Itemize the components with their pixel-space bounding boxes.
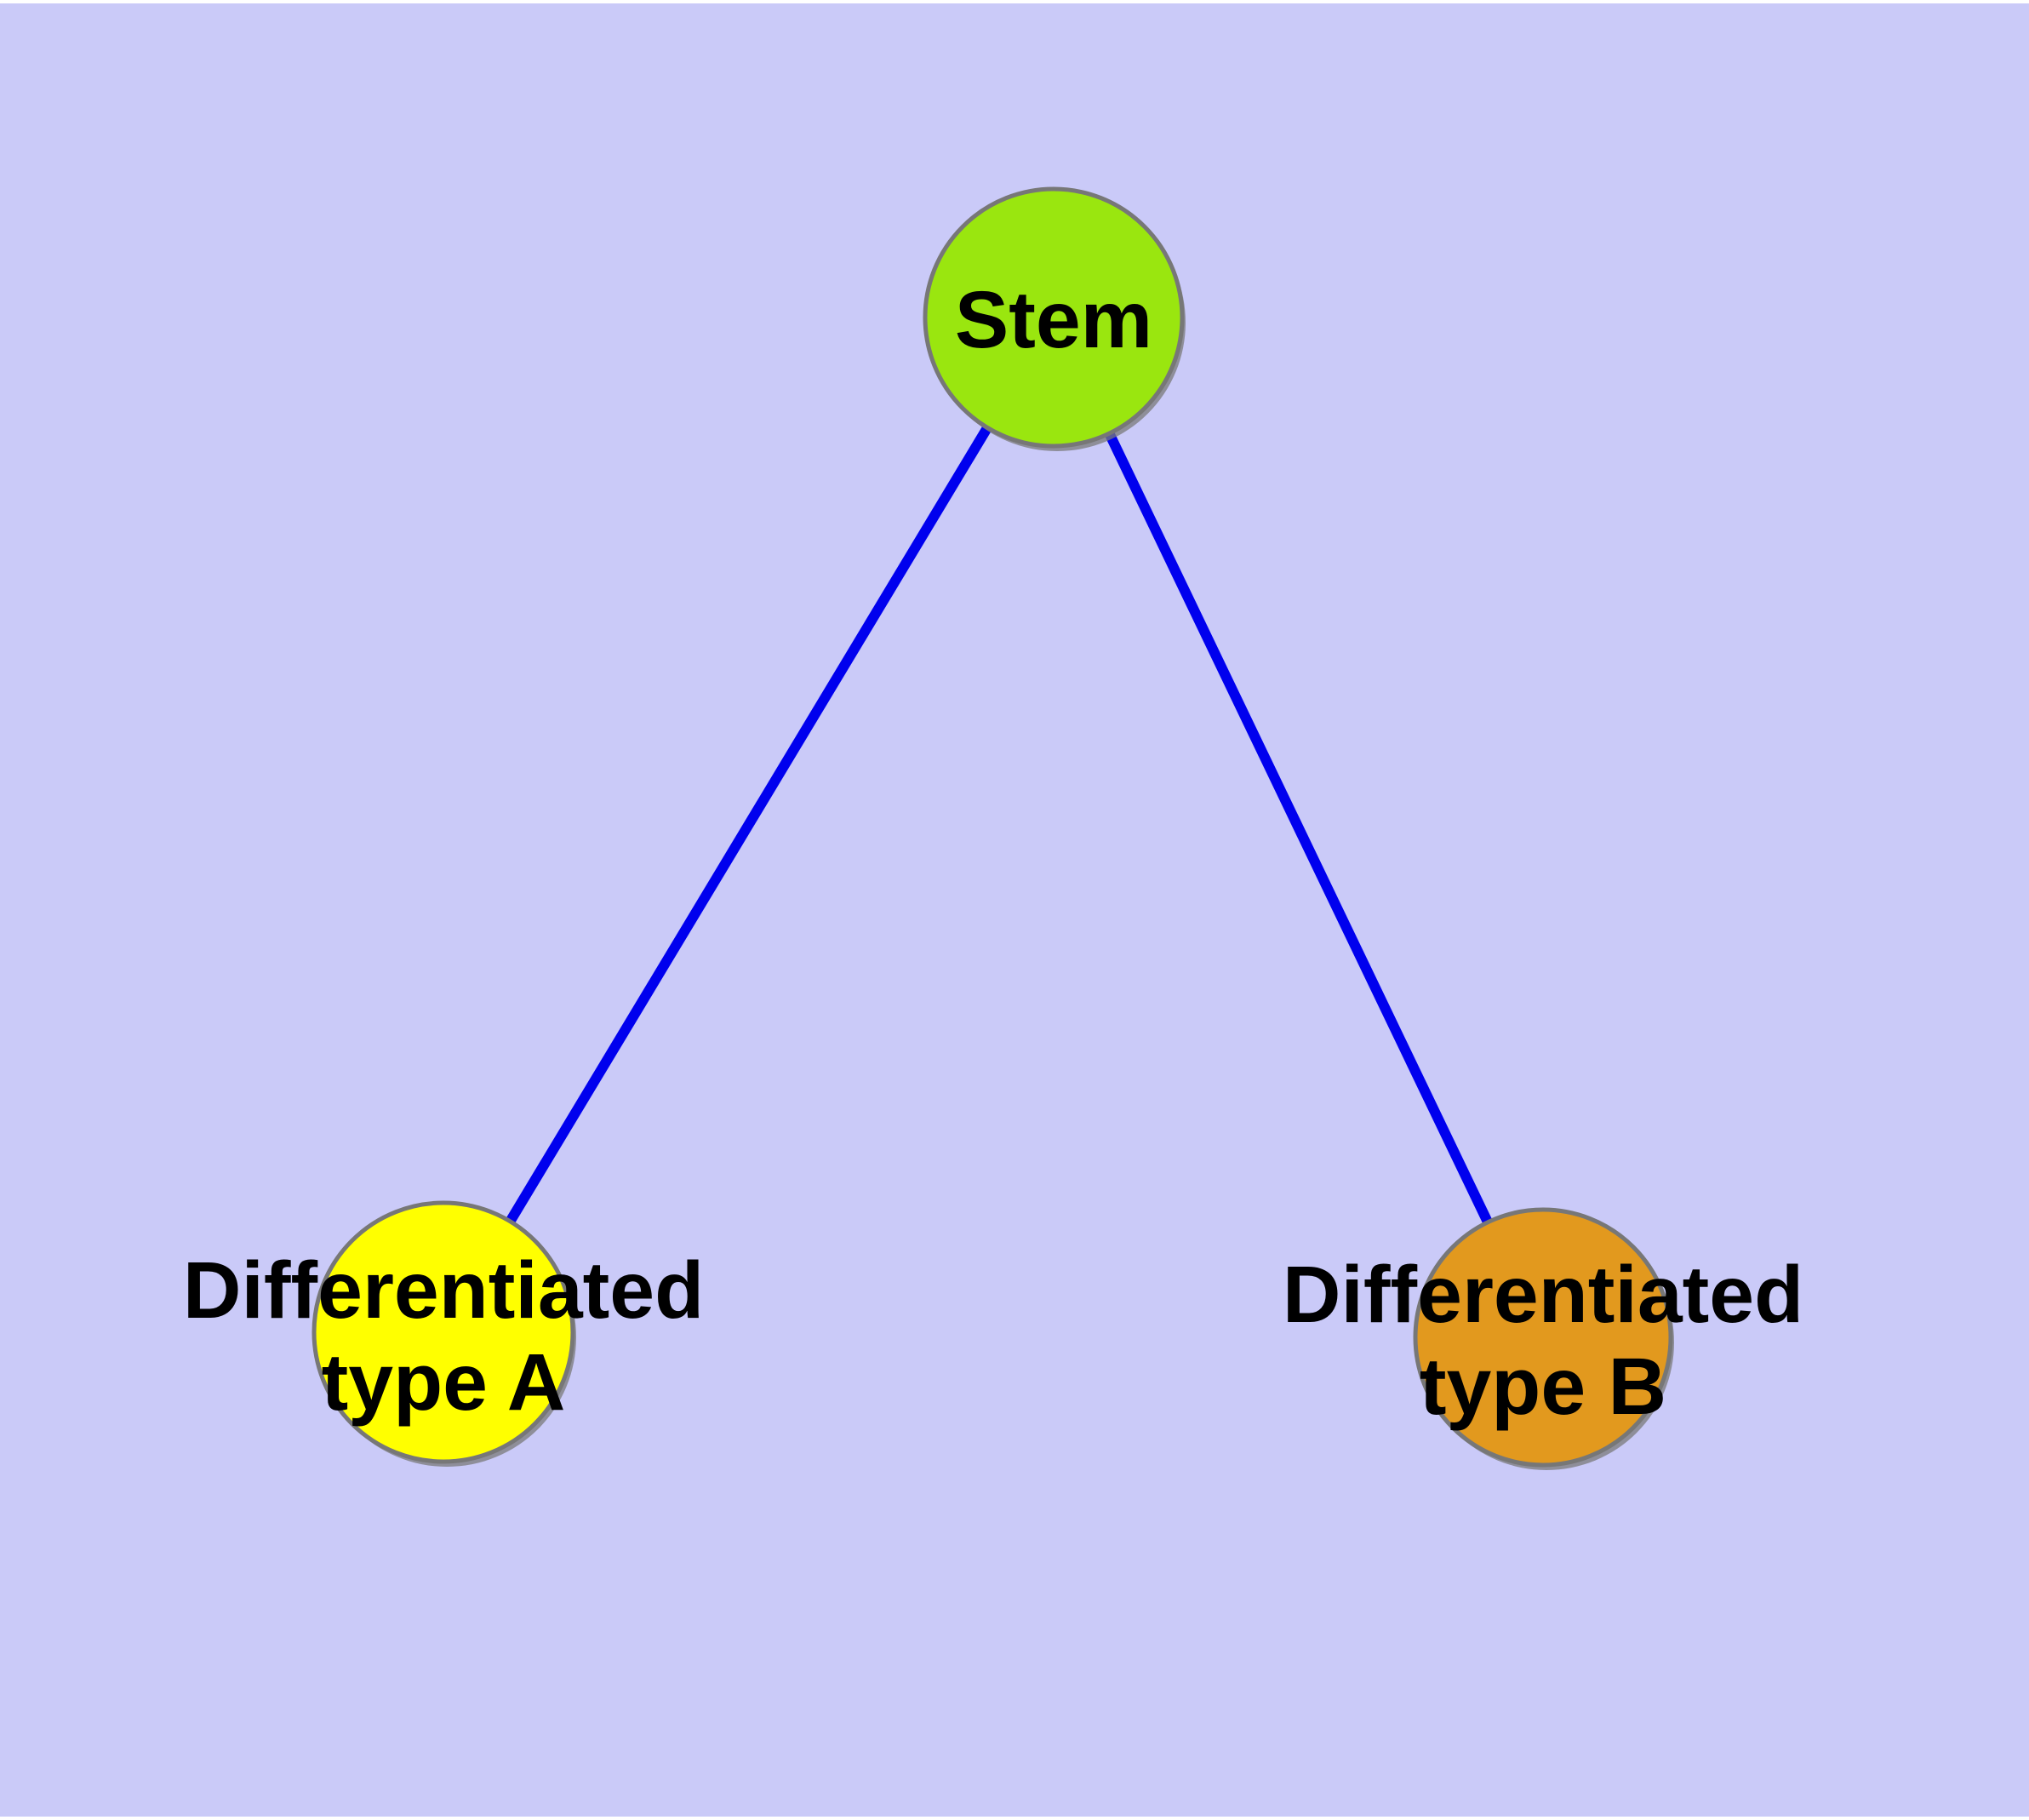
type-b-node-label-line2: type B xyxy=(1420,1342,1666,1432)
edge-stem-to-type-a xyxy=(438,314,1059,1336)
node-labels: Stem Differentiated type A Differentiate… xyxy=(183,275,1803,1432)
type-b-node-circle xyxy=(1413,1207,1673,1468)
type-a-node-circle xyxy=(311,1200,575,1464)
edges xyxy=(438,314,1548,1340)
stem-node-circle xyxy=(923,186,1185,449)
nodes xyxy=(311,186,1673,1468)
edge-stem-to-type-b xyxy=(1049,315,1548,1340)
stem-node-label: Stem xyxy=(955,275,1152,365)
type-a-node-label-line1: Differentiated xyxy=(183,1245,704,1336)
type-b-node-label-line1: Differentiated xyxy=(1283,1250,1803,1340)
type-a-node-label-line2: type A xyxy=(322,1337,566,1428)
